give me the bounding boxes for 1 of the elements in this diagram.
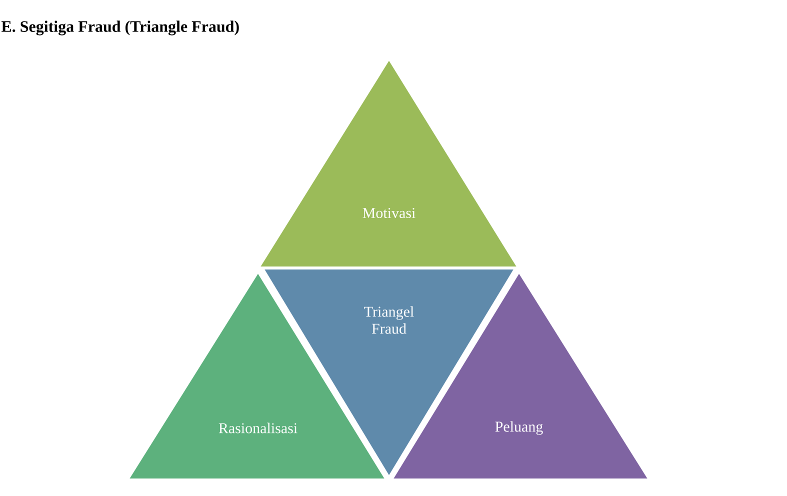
title: E. Segitiga Fraud (Triangle Fraud) — [1, 20, 239, 36]
